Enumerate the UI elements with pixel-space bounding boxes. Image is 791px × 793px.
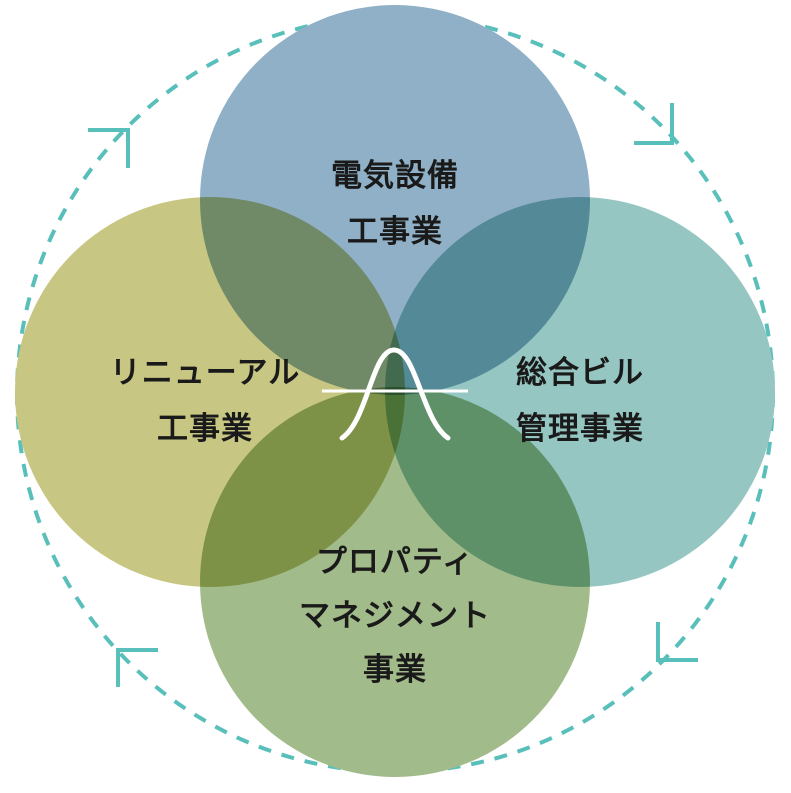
label-line: 工事業	[157, 411, 253, 447]
label-line: 工事業	[347, 214, 443, 250]
circle-bottom	[200, 387, 590, 777]
label-line: 総合ビル	[516, 355, 644, 391]
label-building-management: 総合ビル 管理事業	[430, 345, 730, 457]
label-line: マネジメント	[299, 598, 491, 634]
arrow-bottom-right-icon	[656, 622, 698, 662]
label-property-management: プロパティ マネジメント 事業	[245, 535, 545, 697]
arrow-bottom-left-icon	[116, 648, 158, 687]
label-line: 事業	[363, 652, 427, 688]
label-line: リニューアル	[109, 355, 301, 391]
label-renewal-work: リニューアル 工事業	[55, 345, 355, 457]
arrow-top-right-icon	[634, 103, 674, 145]
lambda-logo-icon	[322, 347, 468, 441]
label-line: プロパティ	[315, 544, 475, 580]
label-line: 電気設備	[331, 158, 459, 194]
arrow-top-left-icon	[88, 128, 130, 168]
label-line: 管理事業	[516, 411, 644, 447]
label-electrical-work: 電気設備 工事業	[245, 148, 545, 260]
